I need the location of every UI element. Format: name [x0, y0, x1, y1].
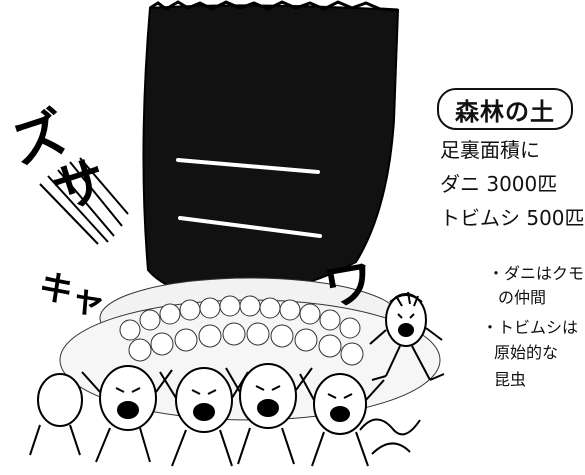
note-mites-2: の仲間: [498, 288, 547, 307]
screaming-mites: [29, 363, 385, 467]
sound-effect-wa: ワ: [319, 252, 379, 318]
note-springtails-3: 昆虫: [494, 370, 527, 389]
dust-lines: [359, 418, 421, 455]
note-springtails-2: 原始的な: [494, 343, 559, 362]
speed-lines: [39, 157, 129, 245]
stat-line-mites: ダニ 3000匹: [440, 172, 558, 196]
stat-line-springtails: トビムシ 500匹: [440, 206, 585, 230]
stat-line-area: 足裏面積に: [440, 138, 540, 162]
note-springtails-1: ・トビムシは: [482, 318, 579, 337]
title-badge: 森林の土: [437, 88, 573, 130]
note-mites-1: ・ダニはクモ: [488, 264, 585, 283]
escaping-springtail: [369, 291, 445, 381]
